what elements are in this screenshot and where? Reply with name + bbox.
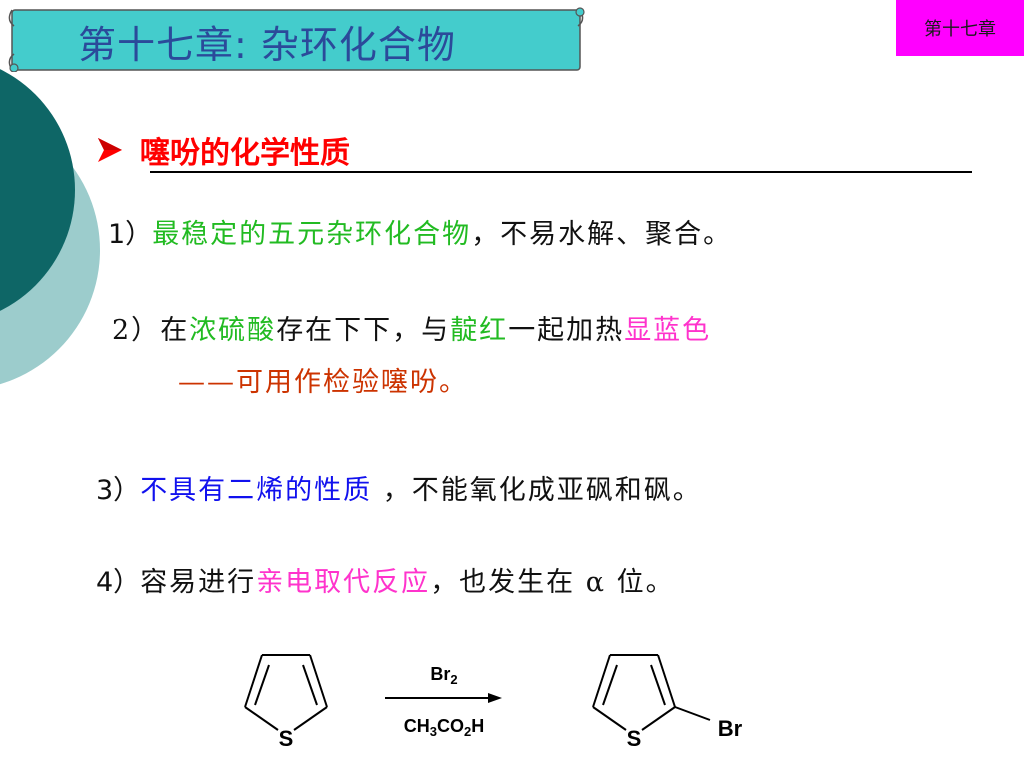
item-4-rest: ，也发生在 α 位。 (430, 567, 675, 598)
product-bromine: Br (718, 716, 743, 741)
item-3-rest: ，不能氧化成亚砜和砜。 (372, 475, 702, 506)
item-1-rest: ，不易水解、聚合。 (471, 219, 733, 250)
chapter-tag: 第十七章 (896, 0, 1024, 56)
bromothiophene-product (592, 654, 711, 731)
reagent-bottom: CH3CO2H (404, 716, 484, 739)
decorative-circles (0, 69, 100, 385)
section-heading: 噻吩的化学性质 (140, 136, 350, 171)
item-2: 2）在浓硫酸存在下下，与靛红一起加热显蓝色 (112, 308, 711, 347)
item-4: 4）容易进行亲电取代反应，也发生在 α 位。 (96, 560, 675, 599)
item-2-line2: ——可用作检验噻吩。 (178, 367, 468, 398)
item-2-number: 2） (112, 315, 161, 346)
item-2-acid: 浓硫酸 (189, 315, 277, 346)
item-1: 1）最稳定的五元杂环化合物，不易水解、聚合。 (108, 212, 732, 251)
reagent-top: Br2 (430, 664, 457, 687)
item-2-e: 一起加热 (508, 315, 625, 346)
item-3-highlight: 不具有二烯的性质 (140, 475, 373, 506)
reactant-sulfur: S (279, 726, 294, 751)
product-sulfur: S (627, 726, 642, 751)
item-4-number: 4） (96, 567, 141, 598)
item-2-a: 在 (160, 315, 190, 346)
item-3-number: 3） (96, 475, 141, 506)
section-heading-row: 噻吩的化学性质 (96, 128, 350, 172)
title-banner (8, 7, 585, 72)
bullet-arrow-icon (98, 138, 122, 162)
item-1-highlight: 最稳定的五元杂环化合物 (152, 219, 472, 250)
item-4-a: 容易进行 (140, 567, 257, 598)
item-2-isatin: 靛红 (450, 315, 509, 346)
item-2-c: 存在下下，与 (276, 315, 451, 346)
item-1-number: 1） (108, 219, 153, 250)
page-title: 第十七章: 杂环化合物 (78, 23, 456, 67)
item-2-blue-color: 显蓝色 (624, 315, 712, 346)
reaction-scheme: S Br2 CH3CO2H S Br (244, 654, 743, 751)
item-3: 3）不具有二烯的性质 ，不能氧化成亚砜和砜。 (96, 468, 702, 507)
thiophene-reactant (244, 654, 328, 731)
item-4-highlight: 亲电取代反应 (256, 567, 431, 598)
reaction-arrow-head (488, 693, 502, 703)
heading-underline (150, 171, 972, 173)
